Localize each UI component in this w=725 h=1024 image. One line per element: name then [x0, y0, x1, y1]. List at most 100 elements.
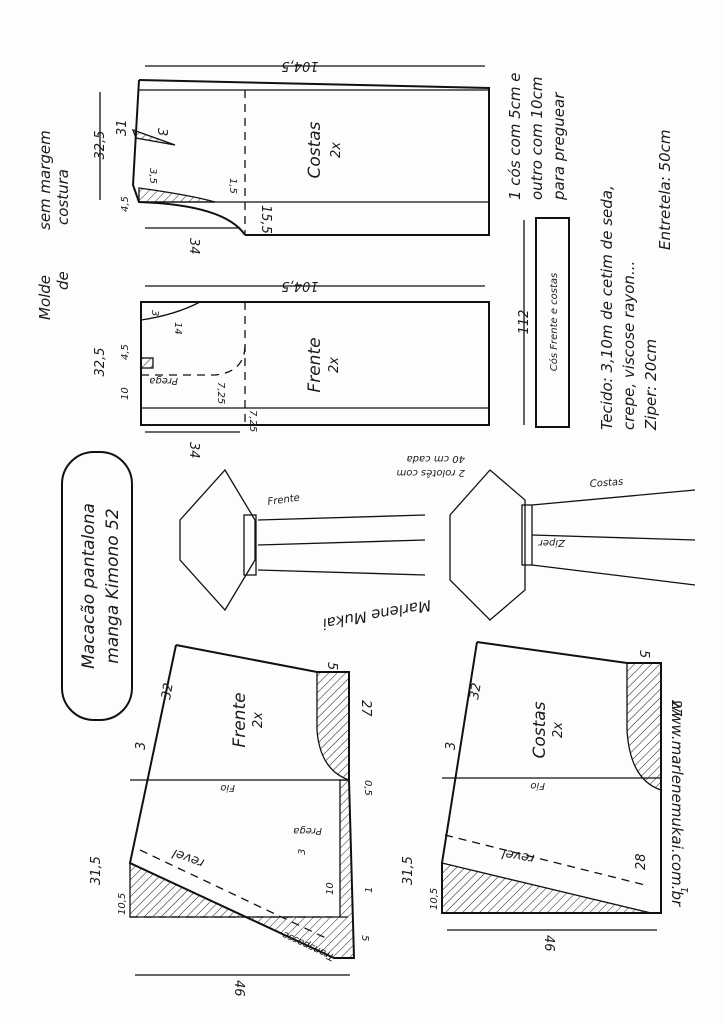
bodice-front-piece: 32 5 27 3 0,5 Fio 31,5 Prega 3 revel 10,… — [89, 644, 375, 997]
molde-note: Molde de sem margem costura — [36, 130, 72, 320]
crotch-curve — [131, 79, 246, 236]
sketch-front-label: Frente — [267, 493, 301, 508]
bf-pleat-pos: 10 — [325, 882, 336, 895]
bf-height: 31,5 — [89, 856, 104, 885]
crotch-hatch — [138, 187, 216, 203]
overlap-hatch — [129, 779, 355, 959]
waistband-piece: 112 Cós Frente e costas — [517, 217, 570, 428]
pants-front-piece: 104,5 32,5 3 14 4,5 Prega 10 7,25 7,25 3… — [93, 278, 490, 459]
molde-line3: sem margem — [36, 130, 54, 230]
title-line2: manga Kimono 52 — [103, 508, 123, 663]
back-sketch-legs — [531, 489, 696, 586]
ties-note1: 2 rolotês com — [396, 467, 465, 479]
website-url: www.marlenemukai.com.br — [668, 700, 686, 907]
back-qty: 2x — [329, 142, 344, 158]
dart — [131, 128, 176, 146]
cuff-hatch — [316, 671, 350, 781]
back-crotch-drop: 4,5 — [120, 196, 131, 212]
note-line3: para preguear — [550, 92, 568, 201]
waistband-note: 1 cós com 5cm e outro com 10cm para preg… — [506, 72, 568, 201]
molde-line4: costura — [54, 169, 72, 225]
back-label: Costas — [305, 121, 325, 178]
bb-cuff-len: 27 — [668, 700, 683, 717]
bb-width: 46 — [541, 935, 556, 952]
back-dart-w: 3 — [154, 128, 169, 136]
waistband-label: Cós Frente e costas — [548, 273, 560, 372]
back-sketch-belt — [521, 504, 533, 566]
front-crotch-h: 7,25 — [247, 410, 258, 432]
note-line2: outro com 10cm — [528, 77, 546, 200]
front-hip: 32,5 — [93, 348, 108, 377]
signature: Marlene Mukai — [320, 596, 432, 633]
molde-line2: de — [54, 271, 72, 290]
cloud-outline — [61, 451, 133, 721]
back-length: 104,5 — [281, 58, 318, 73]
pants-back-piece: 104,5 32,5 31 3 3,5 4,5 1,5 15,5 34 Cost… — [93, 58, 490, 255]
bb-label: Costas — [530, 701, 550, 758]
back-width: 34 — [186, 238, 201, 255]
bb-side-len: 28 — [634, 853, 649, 870]
bb-shoulder: 3 — [444, 742, 459, 750]
fabric: Tecido: 3,10m de cetim de seda, — [598, 185, 616, 430]
front-pocket-top: 3 — [149, 310, 160, 316]
front-crotch-ext: 7,25 — [215, 382, 226, 404]
bf-neck-drop: 10,5 — [117, 893, 128, 915]
bf-label: Frente — [230, 692, 250, 747]
facing-line — [444, 834, 646, 886]
bf-pleat-label: Prega — [293, 825, 322, 836]
bf-underarm: 0,5 — [362, 780, 373, 796]
title-line1: Macacão pantalona — [79, 503, 99, 669]
back-sketch-sleeves — [449, 469, 526, 621]
front-width: 34 — [186, 442, 201, 459]
bf-cuff-w: 5 — [324, 662, 339, 670]
front-pleat-label: Prega — [149, 375, 178, 386]
bb-side: 1 — [680, 887, 691, 893]
bb-sleeve: 32 — [467, 682, 485, 701]
bb-height: 31,5 — [401, 856, 416, 885]
waistband-length: 112 — [517, 310, 532, 335]
bf-sleeve: 32 — [159, 682, 177, 701]
bb-facing: revel — [501, 845, 536, 866]
back-outline — [138, 79, 490, 236]
front-length: 104,5 — [281, 278, 318, 293]
bf-qty: 2x — [251, 712, 266, 728]
front-sketch-belt — [243, 514, 257, 576]
garment-sketch: Frente Costas Ziper 2 rolotês com 40 cm … — [179, 453, 696, 633]
bodice-back-piece: 32 5 27 3 Fio 31,5 28 revel 10,5 1 46 Co… — [401, 641, 691, 952]
materials-note: Tecido: 3,10m de cetim de seda, crepe, v… — [598, 130, 674, 432]
molde-line1: Molde — [36, 275, 54, 320]
bb-qty: 2x — [551, 722, 566, 738]
cuff-hatch — [626, 662, 662, 791]
bf-side: 1 — [364, 887, 375, 893]
sketch-back-label: Costas — [589, 477, 623, 490]
pleat-hatch — [140, 357, 154, 369]
bf-shoulder: 3 — [134, 742, 149, 750]
front-pleat-pos: 10 — [120, 387, 131, 400]
back-hip: 32,5 — [93, 131, 108, 160]
front-sketch-legs — [257, 514, 426, 576]
ties-note2: 40 cm cada — [407, 453, 465, 464]
back-dart-len: 31 — [115, 119, 130, 136]
front-sketch-sleeves — [179, 468, 256, 612]
bb-cuff-w: 5 — [636, 650, 651, 658]
bb-grain: Fio — [530, 780, 545, 791]
waistband-outline — [535, 217, 570, 428]
bf-cuff-len: 27 — [358, 700, 373, 717]
pocket-curve — [140, 301, 201, 321]
back-crotch-ext: 1,5 — [227, 178, 238, 194]
front-qty: 2x — [327, 357, 342, 373]
bf-facing: revel — [170, 845, 206, 870]
neck-hatch — [441, 862, 652, 914]
bf-grain: Fio — [220, 782, 235, 793]
front-pleat-w: 4,5 — [120, 344, 131, 360]
front-label: Frente — [305, 337, 325, 392]
note-line1: 1 cós com 5cm e — [506, 72, 524, 200]
bf-overlap-h: 5 — [359, 935, 370, 941]
back-rise: 3,5 — [147, 168, 158, 184]
fabric2: crepe, viscose rayon... — [620, 261, 638, 430]
bf-pleat-w: 3 — [297, 849, 308, 855]
front-pocket-len: 14 — [172, 322, 183, 335]
sketch-zipper-label: Ziper — [538, 537, 566, 548]
